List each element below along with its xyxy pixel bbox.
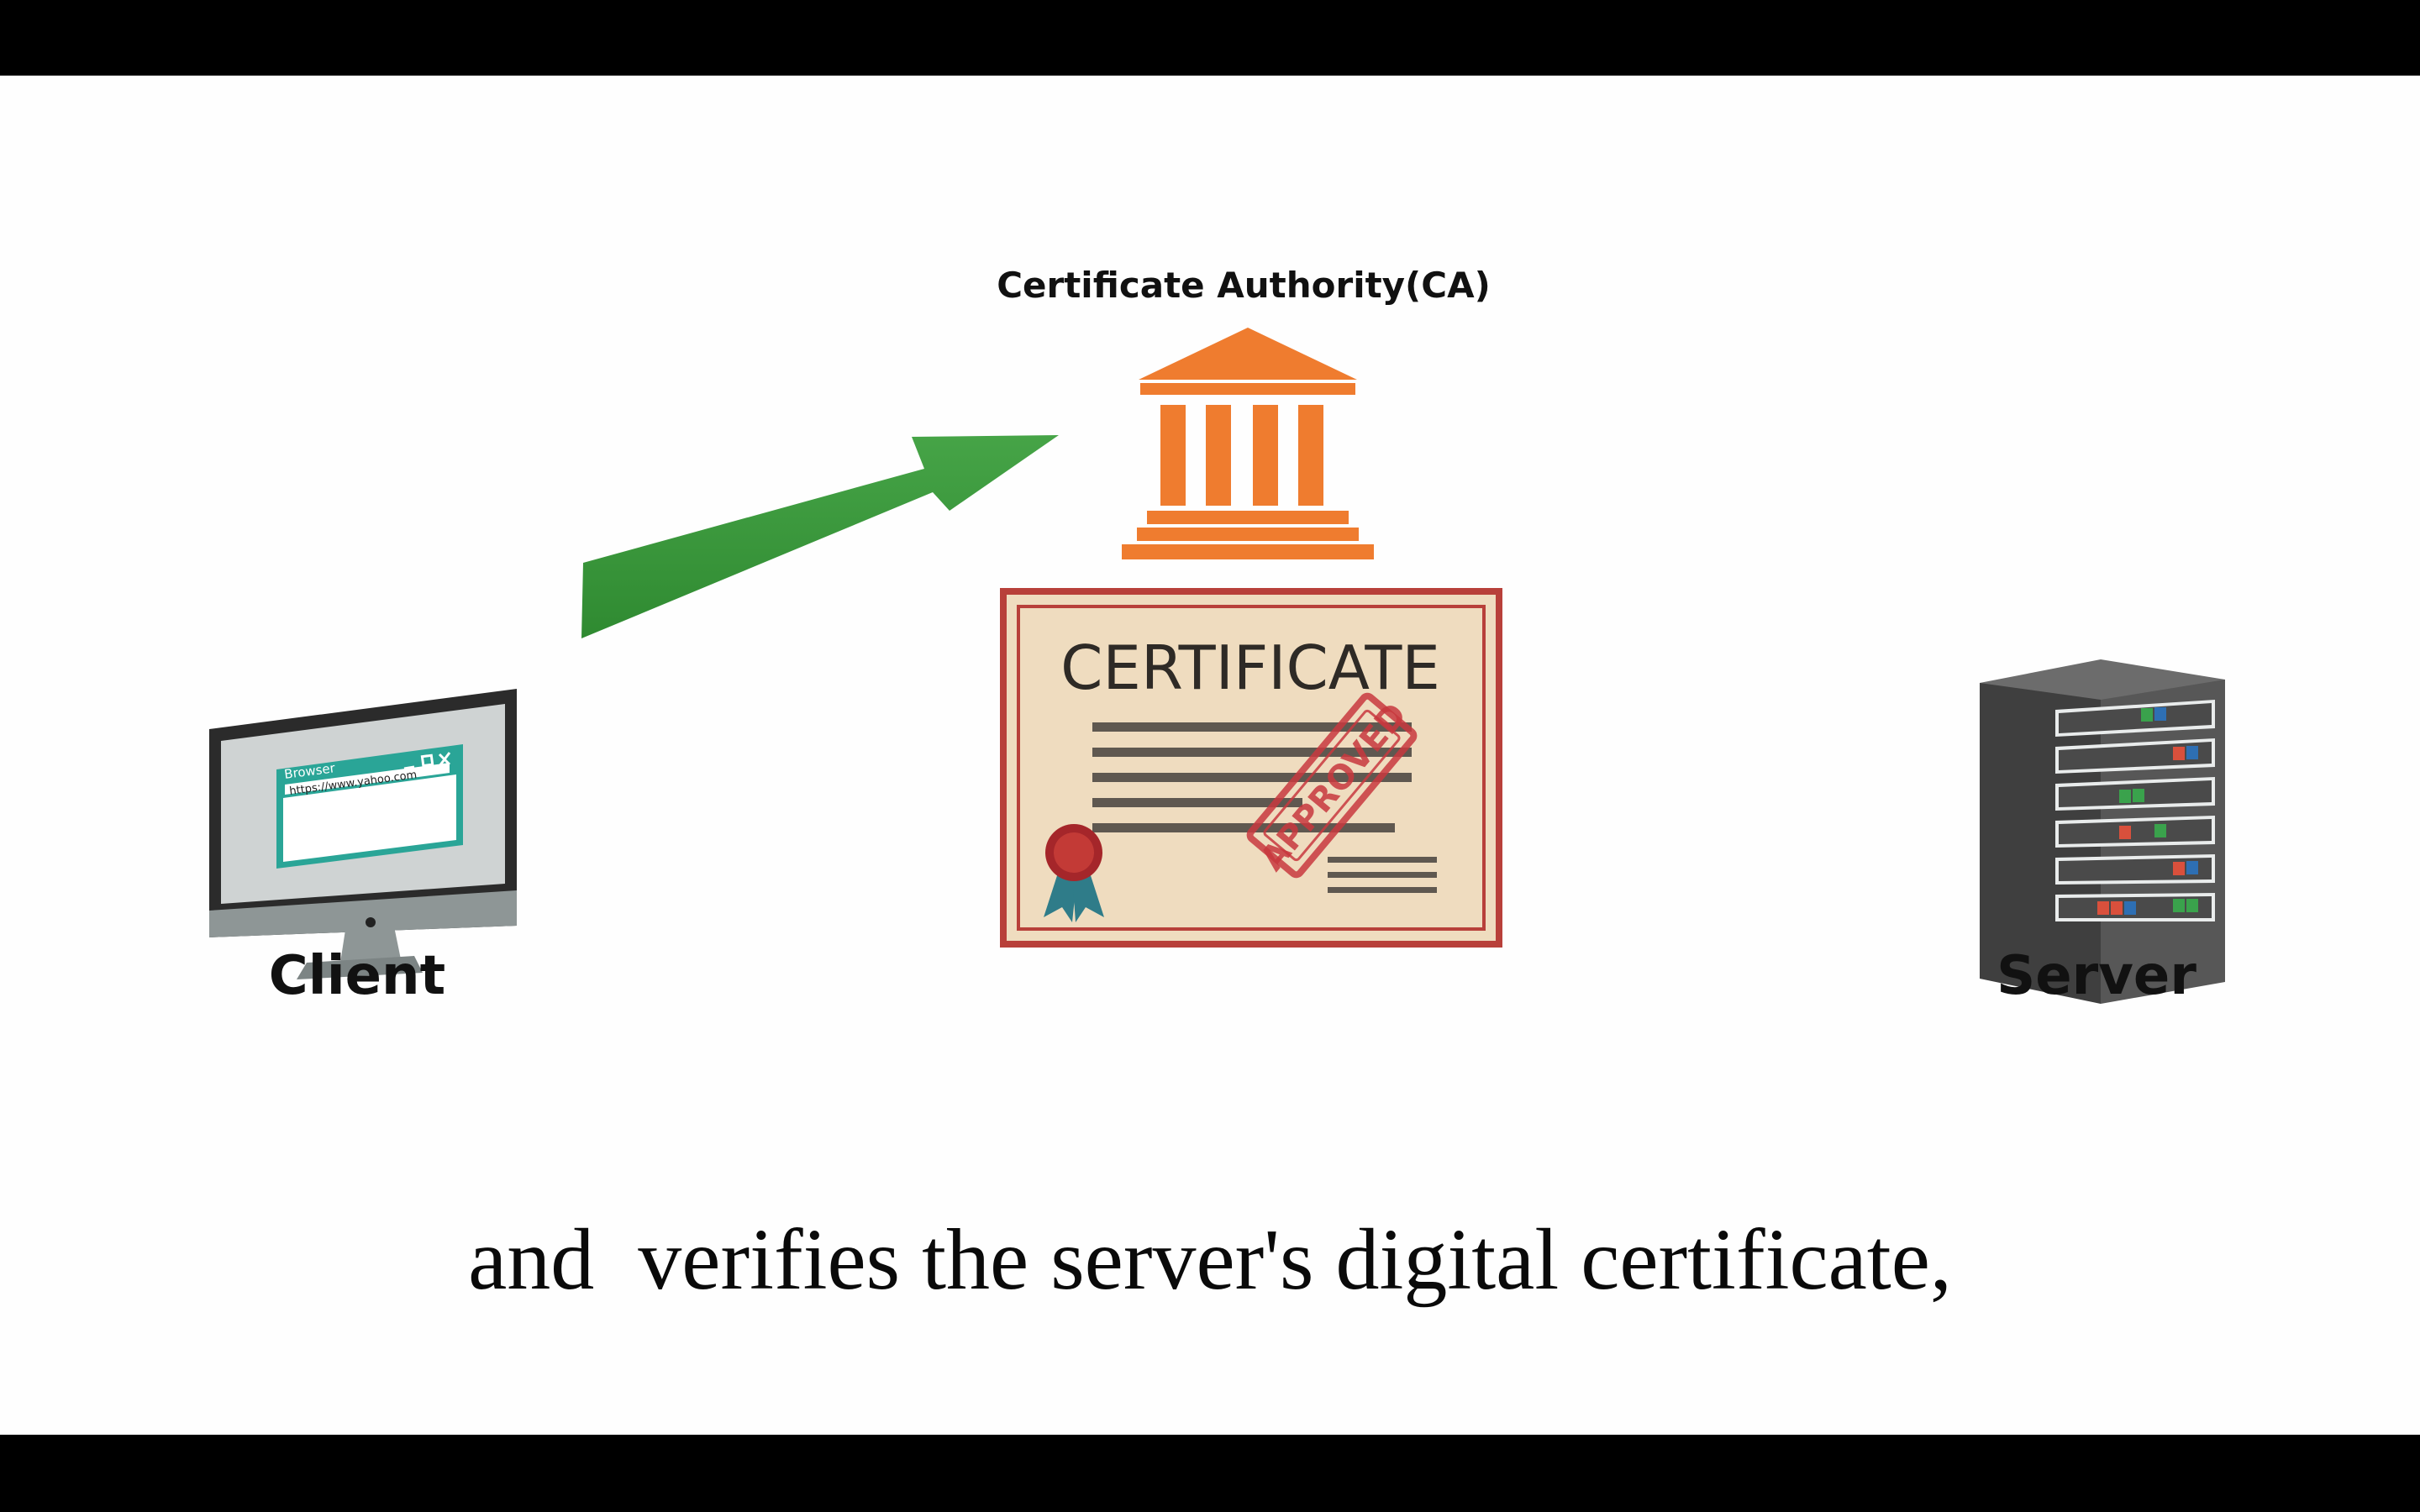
seal-icon — [1044, 824, 1104, 922]
certificate-title: CERTIFICATE — [1060, 633, 1440, 703]
server-rack-icon — [1980, 659, 2225, 1004]
computer-monitor-icon: Browser https://www.yahoo.com — [209, 689, 517, 979]
ca-label: Certificate Authority(CA) — [997, 265, 1491, 306]
certificate-icon: CERTIFICATE APPROVED — [1000, 588, 1502, 948]
client-label: Client — [268, 945, 446, 1007]
institution-building-icon — [1122, 328, 1374, 559]
video-frame: Certificate Authority(CA) CERTIFICATE — [0, 76, 2420, 1435]
arrow-icon — [581, 435, 1059, 638]
subtitle-caption: and verifies the server's digital certif… — [468, 1211, 1952, 1308]
window-controls-icon — [403, 752, 451, 770]
letterbox-bottom — [0, 1435, 2420, 1512]
letterbox-top — [0, 0, 2420, 76]
server-label: Server — [1996, 945, 2196, 1007]
browser-window: Browser https://www.yahoo.com — [276, 744, 463, 869]
